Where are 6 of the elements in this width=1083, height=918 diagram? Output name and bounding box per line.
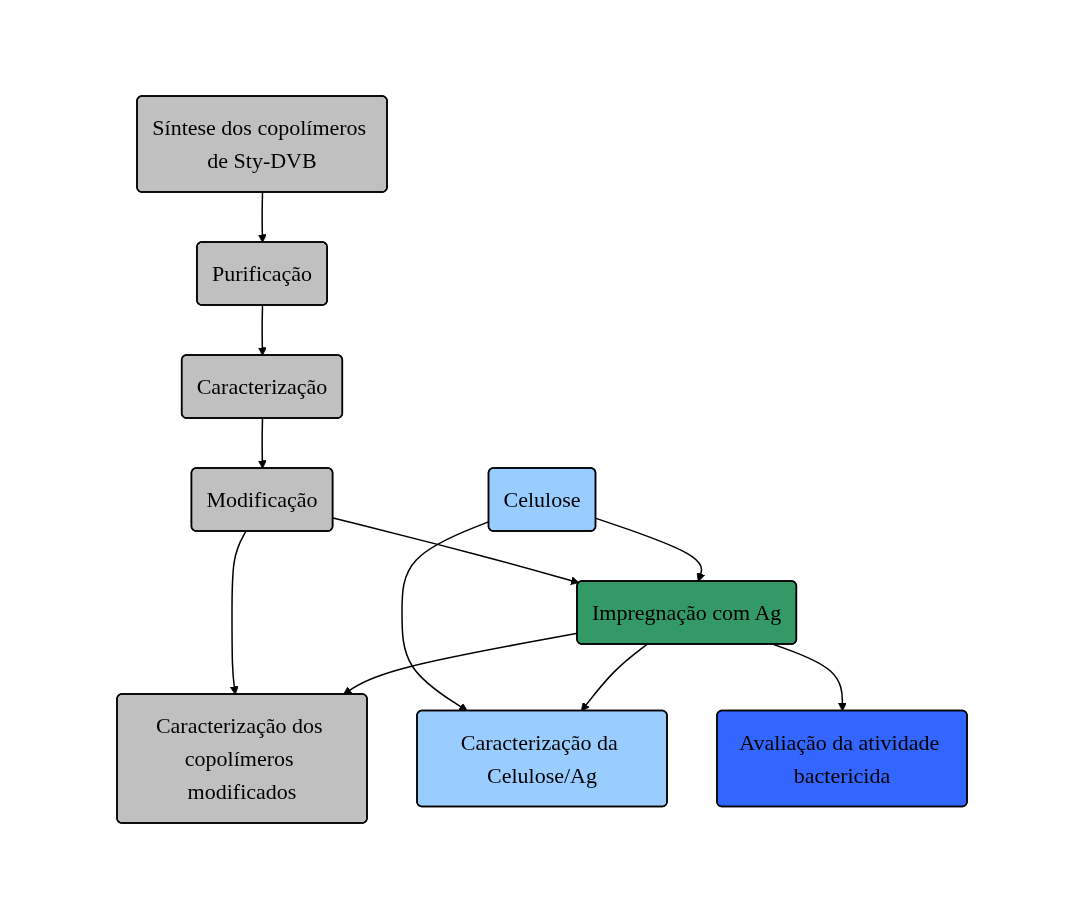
arrow [257,304,267,356]
arrow [580,643,648,711]
arrow [257,191,267,243]
arrow [257,417,267,469]
arrow [772,643,847,711]
arrow [229,530,246,695]
